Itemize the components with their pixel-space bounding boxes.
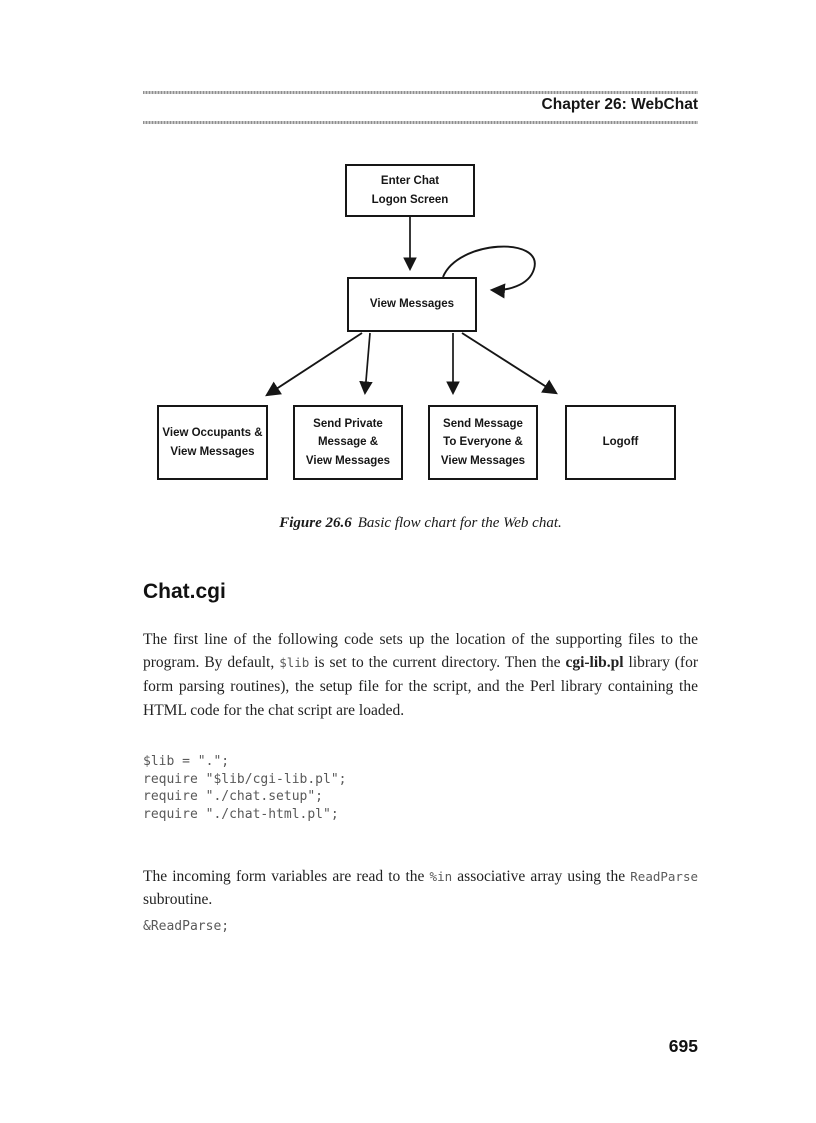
section-title: Chat.cgi (143, 580, 226, 604)
flowchart-box-view-occupants: View Occupants & View Messages (157, 405, 268, 480)
header-rule-bottom (143, 121, 698, 124)
paragraph-intro: The first line of the following code set… (143, 630, 698, 719)
figure-caption-label: Figure 26.6 (279, 515, 352, 531)
flowchart-box-view-messages: View Messages (347, 277, 477, 332)
flowchart-arrows (265, 217, 558, 397)
figure-caption-text: Basic flow chart for the Web chat. (357, 515, 562, 531)
page-number: 695 (668, 1036, 698, 1056)
flowchart-box-enter-chat: Enter Chat Logon Screen (345, 164, 475, 217)
figure-caption: Figure 26.6 Basic flow chart for the Web … (143, 515, 698, 532)
chapter-title: Chapter 26: WebChat (541, 96, 698, 113)
flowchart-box-send-everyone: Send Message To Everyone & View Messages (428, 405, 538, 480)
paragraph-readparse: The incoming form variables are read to … (143, 867, 698, 909)
flowchart-box-send-private: Send Private Message & View Messages (293, 405, 403, 480)
code-block-requires: $lib = "."; require "$lib/cgi-lib.pl"; r… (143, 754, 347, 822)
header-rule-top (143, 91, 698, 94)
flowchart-box-logoff: Logoff (565, 405, 676, 480)
code-block-readparse: &ReadParse; (143, 919, 230, 934)
